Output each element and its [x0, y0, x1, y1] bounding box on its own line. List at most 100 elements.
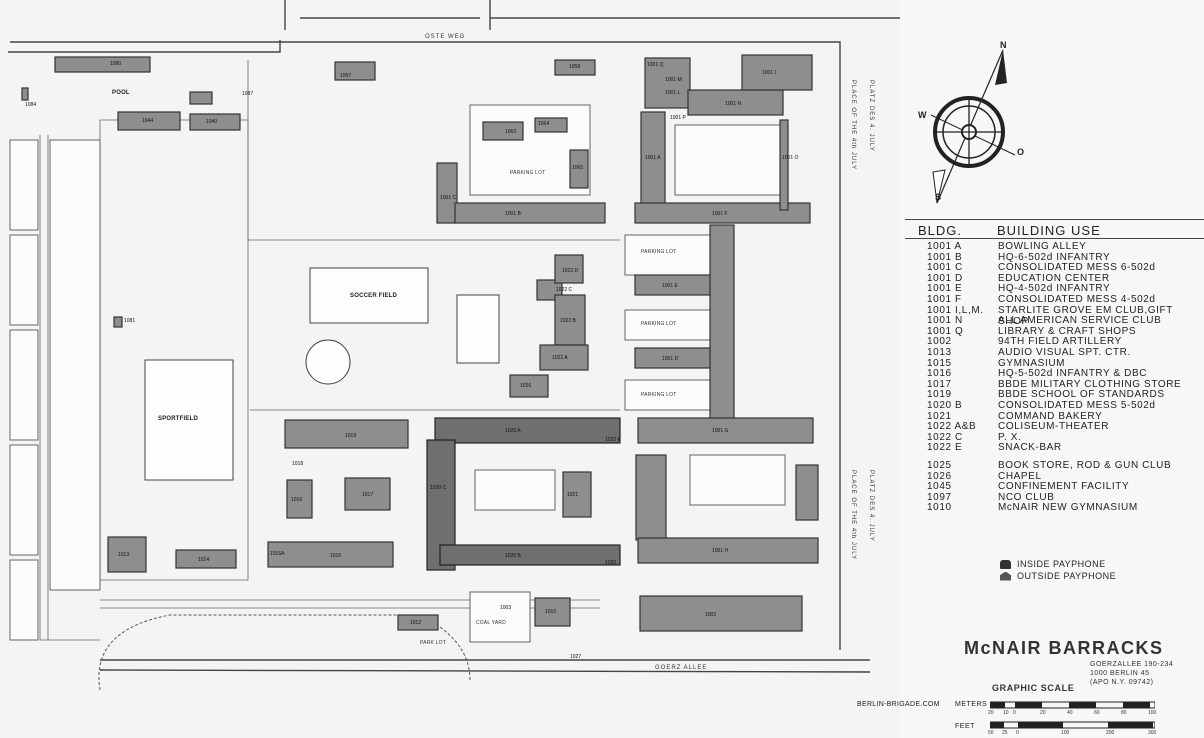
- scale-meter-tick: 10: [1003, 710, 1009, 716]
- building-1019: [284, 419, 409, 449]
- building-label-1064: 1064: [538, 121, 550, 127]
- building-label-1020-c: 1020 C: [430, 485, 447, 491]
- legend-bldg-use: BBDE MILITARY CLOTHING STORE: [998, 378, 1182, 390]
- building-label-1044: 1044: [142, 118, 154, 124]
- pool-road: [8, 40, 281, 53]
- scale-meter-tick: 0: [1013, 710, 1016, 716]
- soccer-field-area: [309, 267, 429, 324]
- scale-feet-tick: 100: [1061, 730, 1070, 736]
- building-label-1016: 1016: [291, 497, 303, 503]
- building-1084: [21, 87, 29, 101]
- payphone-label-outside: OUTSIDE PAYPHONE: [1017, 571, 1117, 581]
- address-line-1: GOERZALLEE 190-234: [1090, 661, 1174, 668]
- building-1081: [113, 316, 123, 328]
- building-label-1058: 1058: [569, 64, 581, 70]
- site-credit: BERLIN-BRIGADE.COM: [857, 701, 940, 708]
- scale-meter-tick: 40: [1067, 710, 1073, 716]
- legend-bldg-code: 1001 I,L,M.: [927, 304, 984, 316]
- sportfield-fence: [99, 119, 249, 581]
- legend-bldg-code: 1019: [927, 389, 952, 401]
- address-line-3: (APO N.Y. 09742): [1090, 679, 1154, 686]
- building-label-1080: 1080: [110, 61, 122, 67]
- legend-bldg-code: 1022 E: [927, 442, 963, 454]
- building-1002: [639, 595, 803, 632]
- parking-lot-label-3: PARKING LOT: [641, 392, 677, 398]
- building-1012: [397, 614, 439, 631]
- building-label-1022-a: 1022 A: [552, 355, 568, 361]
- building-1087: [189, 91, 213, 105]
- building-label-1014: 1014: [198, 557, 210, 563]
- building-label-1019: 1019: [345, 433, 357, 439]
- compass-w: W: [918, 110, 927, 120]
- pool-label: POOL: [112, 90, 130, 96]
- map-drawing: [8, 0, 900, 691]
- building-label-1015: 1015: [330, 553, 342, 559]
- legend-bldg-use: CONSOLIDATED MESS 5-502d: [998, 400, 1156, 411]
- legend-bldg-code: 1001 D: [927, 272, 963, 284]
- park-lot-label: PARK LOT: [420, 640, 446, 646]
- payphone-row-outside: OUTSIDE PAYPHONE: [1000, 570, 1116, 582]
- scale-feet-tick: 50: [988, 730, 994, 736]
- building-label-1001-l: 1001 L: [665, 90, 681, 96]
- building-1014: [175, 549, 237, 569]
- building-label-1087: 1087: [242, 91, 254, 97]
- building-1020-b: [439, 544, 621, 566]
- building-1001-east-wing: [795, 464, 819, 521]
- compass-n: N: [1000, 40, 1007, 50]
- address-block: GOERZALLEE 190-234 1000 BERLIN 45 (APO N…: [1090, 660, 1173, 687]
- building-1064: [534, 117, 568, 133]
- legend-bldg-code: 1010: [927, 502, 952, 514]
- west-road: [39, 135, 100, 641]
- building-label-1001-f: 1001 F: [712, 211, 728, 217]
- building-label-1001-o: 1001 O: [782, 155, 799, 161]
- building-label-1001-c: 1001 C: [440, 195, 457, 201]
- legend-bldg-code: 1016: [927, 368, 952, 380]
- building-1001-e: [634, 274, 711, 296]
- building-1015: [267, 541, 394, 568]
- legend-bldg-code: 1001 B: [927, 251, 963, 263]
- scale-meter-tick: 80: [1121, 710, 1127, 716]
- legend-bldg-code: 1015: [927, 357, 952, 369]
- coal-yard-label: COAL YARD: [476, 620, 507, 626]
- parking-lot-2: [624, 309, 711, 341]
- building-label-1001-i: 1001 I: [762, 70, 776, 76]
- building-label-1026: 1026: [520, 383, 532, 389]
- north-courtyard: [674, 124, 781, 196]
- building-label-1001-b: 1001 B: [505, 211, 521, 217]
- building-1001-b: [454, 202, 606, 224]
- address-line-2: 1000 BERLIN 45: [1090, 670, 1150, 677]
- payphone-label-inside: INSIDE PAYPHONE: [1017, 559, 1106, 569]
- building-label-1001-a: 1001 A: [645, 155, 661, 161]
- building-label-1021: 1021: [567, 492, 579, 498]
- building-1063: [482, 121, 524, 141]
- legend-bldg-use: CONSOLIDATED MESS 6-502d: [998, 262, 1156, 274]
- building-1001-spine: [709, 224, 735, 426]
- building-1001-n: [687, 89, 784, 116]
- building-label-1022-e: 1022 E: [605, 437, 621, 443]
- building-label-1040: 1040: [206, 119, 218, 125]
- building-1016: [286, 479, 313, 519]
- building-label-1027: 1027: [570, 654, 582, 660]
- scale-meter-tick: 20: [1040, 710, 1046, 716]
- legend-bldg-code: 1026: [927, 470, 952, 482]
- compass-rose: [930, 49, 1016, 204]
- building-label-1097: 1097: [340, 73, 352, 79]
- building-label-1022-b: 1022 B: [560, 318, 576, 324]
- street-label-oste-weg: OSTE WEG: [425, 34, 466, 40]
- legend-row: 1001 I,L,M.STARLITE GROVE EM CLUB,GIFT S…: [905, 304, 1204, 327]
- scale-meter-tick: 20: [988, 710, 994, 716]
- building-label-1001-m: 1001 M: [665, 77, 682, 83]
- building-label-1013: 1013: [118, 552, 130, 558]
